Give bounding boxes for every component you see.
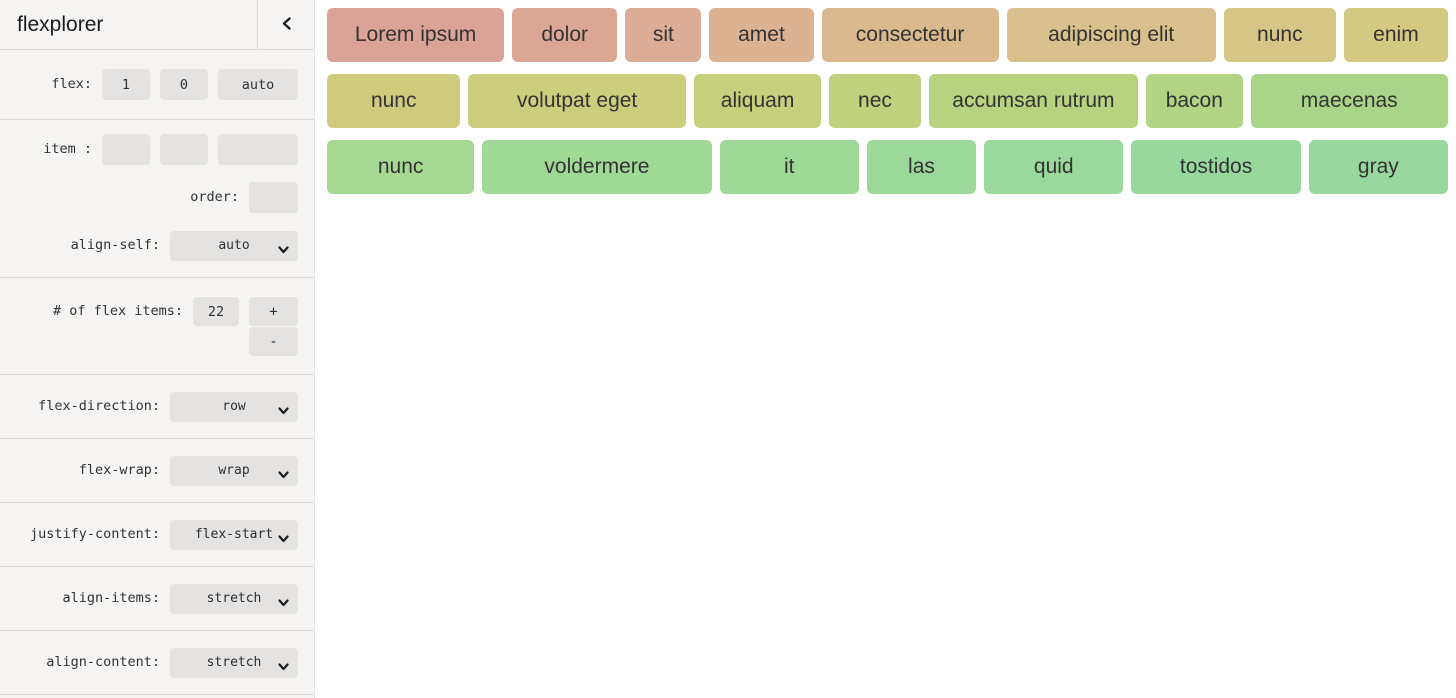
item-count-input[interactable]: [193, 297, 239, 326]
order-input[interactable]: [249, 182, 298, 213]
flex-item: nunc: [327, 140, 475, 194]
flex-shrink-input[interactable]: [160, 69, 208, 100]
chevron-down-icon: [278, 595, 289, 611]
item-count-row: # of flex items: + -: [16, 297, 298, 356]
sidebar: flexplorer flex: item :: [0, 0, 315, 698]
justify-content-select[interactable]: flex-start: [170, 519, 298, 550]
align-items-label: align-items:: [62, 590, 160, 606]
flex-item: amet: [709, 8, 814, 62]
flex-item: quid: [984, 140, 1124, 194]
remove-item-button[interactable]: -: [249, 327, 298, 356]
item-count-section: # of flex items: + -: [0, 278, 314, 375]
flex-wrap-row: flex-wrap: wrap: [16, 455, 298, 486]
flex-item: nunc: [327, 74, 461, 128]
flex-item: voldermere: [482, 140, 712, 194]
flex-item: Lorem ipsum: [327, 8, 505, 62]
align-self-select[interactable]: auto: [170, 230, 298, 261]
flex-item: aliquam: [693, 74, 822, 128]
align-items-section: align-items: stretch: [0, 567, 314, 631]
sidebar-collapse-button[interactable]: [257, 0, 314, 49]
flex-item: dolor: [512, 8, 618, 62]
order-row: order:: [16, 182, 298, 213]
align-content-label: align-content:: [46, 654, 160, 670]
chevron-down-icon: [278, 659, 289, 675]
flex-direction-label: flex-direction:: [38, 398, 160, 414]
flex-wrap-label: flex-wrap:: [78, 462, 160, 478]
justify-content-section: justify-content: flex-start: [0, 503, 314, 567]
flex-item: maecenas: [1250, 74, 1448, 128]
flex-grow-input[interactable]: [102, 69, 150, 100]
chevron-down-icon: [278, 242, 289, 258]
flex-item: accumsan rutrum: [928, 74, 1139, 128]
item-label: item :: [43, 141, 92, 157]
flex-item: volutpat eget: [468, 74, 686, 128]
item-flex-row: item :: [16, 134, 298, 165]
flex-item: nec: [829, 74, 921, 128]
flex-item: bacon: [1146, 74, 1243, 128]
justify-content-row: justify-content: flex-start: [16, 519, 298, 550]
flex-item: consectetur: [821, 8, 999, 62]
add-item-button[interactable]: +: [249, 297, 298, 326]
align-self-label: align-self:: [70, 237, 160, 253]
flex-shorthand-section: flex:: [0, 50, 314, 120]
app-title: flexplorer: [17, 13, 104, 36]
align-content-row: align-content: stretch: [16, 647, 298, 678]
flex-item: it: [719, 140, 859, 194]
flex-item: gray: [1308, 140, 1448, 194]
flex-shorthand-row: flex:: [16, 69, 298, 100]
align-items-row: align-items: stretch: [16, 583, 298, 614]
chevron-down-icon: [278, 467, 289, 483]
chevron-left-icon: [282, 16, 291, 33]
chevron-down-icon: [278, 531, 289, 547]
item-count-label: # of flex items:: [52, 303, 183, 319]
item-count-steppers: + -: [249, 297, 298, 356]
flex-wrap-section: flex-wrap: wrap: [0, 439, 314, 503]
flex-item: enim: [1343, 8, 1448, 62]
flex-item: tostidos: [1131, 140, 1301, 194]
item-basis-input[interactable]: [218, 134, 298, 165]
flex-basis-input[interactable]: [218, 69, 298, 100]
flex-item: adipiscing elit: [1006, 8, 1216, 62]
item-shrink-input[interactable]: [160, 134, 208, 165]
align-content-section: align-content: stretch: [0, 631, 314, 695]
order-label: order:: [190, 189, 239, 205]
align-self-row: align-self: auto: [16, 230, 298, 261]
flex-direction-select[interactable]: row: [170, 391, 298, 422]
item-overrides-section: item : order: align-self: auto: [0, 120, 314, 278]
chevron-down-icon: [278, 403, 289, 419]
sidebar-header: flexplorer: [0, 0, 314, 50]
flex-direction-row: flex-direction: row: [16, 391, 298, 422]
flex-label: flex:: [51, 76, 92, 92]
justify-content-label: justify-content:: [29, 526, 160, 542]
flex-item: las: [866, 140, 977, 194]
align-content-select[interactable]: stretch: [170, 647, 298, 678]
flex-item: sit: [625, 8, 702, 62]
flex-direction-section: flex-direction: row: [0, 375, 314, 439]
flex-item: nunc: [1223, 8, 1336, 62]
item-grow-input[interactable]: [102, 134, 150, 165]
align-items-select[interactable]: stretch: [170, 583, 298, 614]
flex-wrap-select[interactable]: wrap: [170, 455, 298, 486]
